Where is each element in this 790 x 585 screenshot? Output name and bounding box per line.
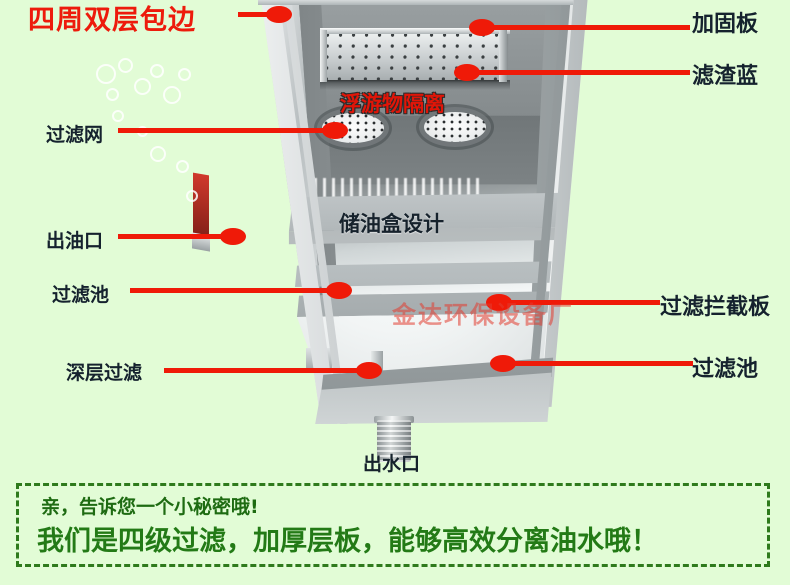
basket-frame-right — [499, 30, 507, 82]
label-oil-outlet: 出油口 — [46, 230, 104, 252]
label-water-outlet: 出水口 — [363, 453, 421, 475]
promo-line-2: 我们是四级过滤，加厚层板，能够高效分离油水哦！ — [37, 526, 658, 557]
basket-frame-left — [320, 30, 327, 82]
leader-line-filter-pool — [130, 288, 338, 293]
promo-line-1: 亲，告诉您一个小秘密哦! — [41, 496, 259, 518]
water-outlet-pipe — [377, 420, 411, 462]
leader-dot-filter-pool — [326, 282, 352, 299]
bubble-decor — [150, 146, 166, 162]
leader-line-oil-outlet — [118, 234, 228, 239]
bubble-decor — [134, 78, 151, 95]
bubble-decor — [178, 68, 191, 81]
bubble-decor — [118, 58, 133, 73]
leader-line-intercept-plate — [498, 300, 660, 305]
bubble-decor — [106, 88, 119, 101]
drip-comb — [314, 178, 484, 200]
label-filter-mesh: 过滤网 — [46, 124, 104, 146]
leader-dot-filter-pool-right — [490, 355, 516, 372]
leader-dot-residue-basket — [454, 64, 480, 81]
leader-line-reinforce-plate — [482, 25, 690, 30]
oil-storage-shelf-lip — [288, 227, 556, 245]
label-filter-pool: 过滤池 — [52, 284, 110, 306]
leader-dot-headline — [266, 6, 292, 23]
leader-dot-reinforce-plate — [469, 19, 495, 36]
bubble-decor — [150, 64, 164, 78]
bubble-decor — [96, 64, 116, 84]
tank-top-edge — [258, 0, 573, 5]
leader-dot-intercept-plate — [486, 294, 512, 311]
basket-shadow — [320, 80, 510, 90]
watermark-text: 金达环保设备厂 — [392, 300, 574, 329]
label-floating-separation: 浮游物隔离 — [340, 92, 445, 116]
leader-dot-oil-outlet — [220, 228, 246, 245]
leader-line-residue-basket — [468, 70, 690, 75]
oil-outlet-red-sticker — [193, 172, 209, 242]
filter-screen-right — [424, 112, 486, 142]
label-reinforce-plate: 加固板 — [692, 11, 759, 37]
leader-dot-deep-filter — [356, 362, 382, 379]
label-residue-basket: 滤渣蓝 — [692, 63, 759, 89]
oil-storage-shelf — [288, 192, 560, 232]
label-deep-filter: 深层过滤 — [66, 362, 143, 384]
leader-line-deep-filter — [164, 368, 368, 373]
leader-dot-filter-mesh — [322, 122, 348, 139]
leader-line-filter-mesh — [118, 128, 334, 133]
headline-text: 四周双层包边 — [28, 5, 196, 36]
label-intercept-plate: 过滤拦截板 — [660, 294, 771, 320]
bubble-decor — [112, 110, 124, 122]
promo-box: 亲，告诉您一个小秘密哦! 我们是四级过滤，加厚层板，能够高效分离油水哦！ — [16, 483, 770, 567]
bubble-decor — [163, 86, 181, 104]
basket-top-lip — [320, 28, 510, 34]
leader-line-filter-pool-right — [503, 361, 693, 366]
leader-line-headline — [238, 12, 290, 17]
bubble-decor — [186, 190, 198, 202]
bubble-decor — [176, 160, 189, 173]
label-oil-box-design: 储油盒设计 — [339, 211, 444, 236]
water-outlet-flange — [374, 416, 414, 423]
label-filter-pool-right: 过滤池 — [692, 356, 759, 382]
